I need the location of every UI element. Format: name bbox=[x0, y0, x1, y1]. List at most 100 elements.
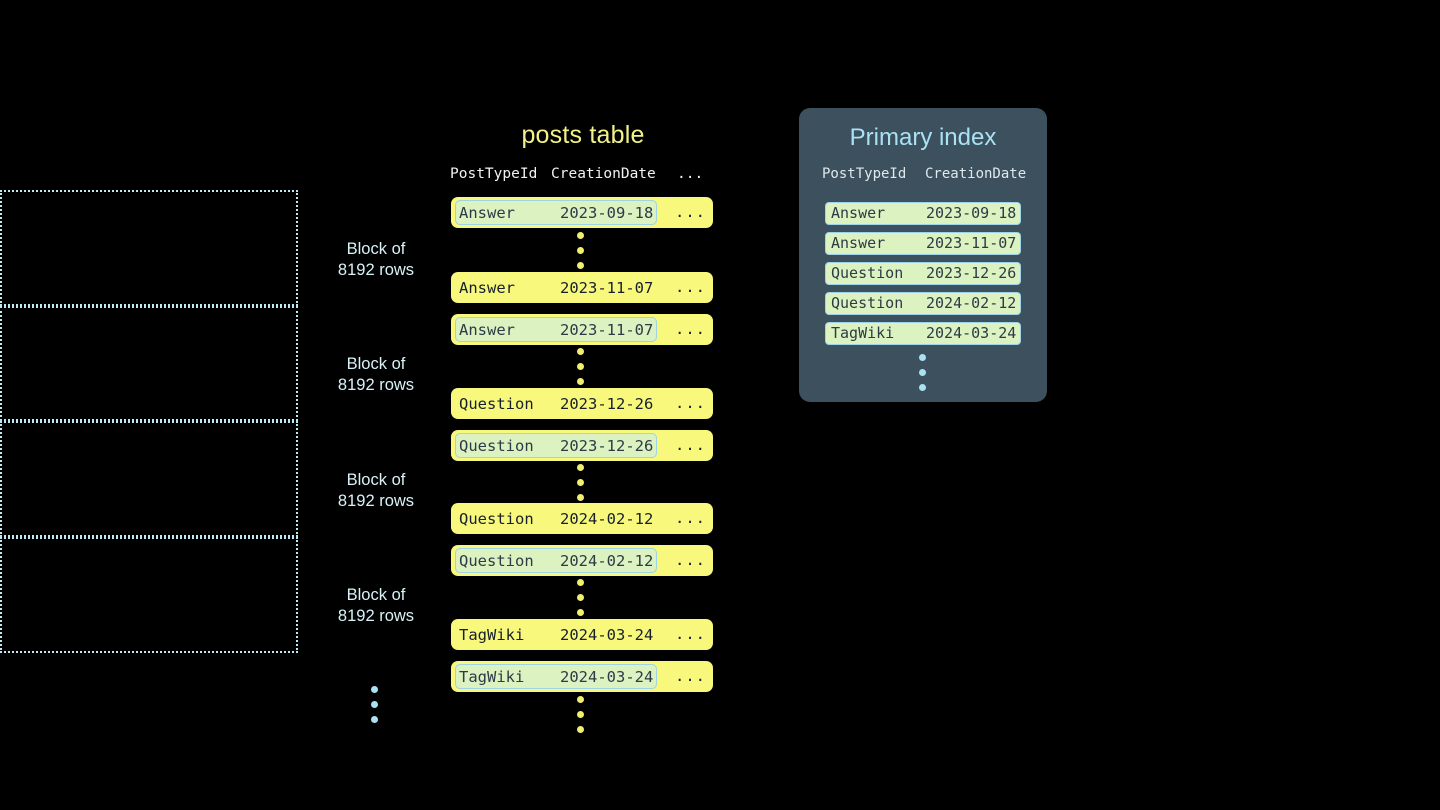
dot bbox=[577, 696, 584, 703]
row-cells: Question 2023-12-26 bbox=[455, 433, 658, 458]
cell-creationdate: 2023-11-07 bbox=[560, 320, 654, 339]
row-cells: Question 2024-02-12 bbox=[455, 548, 658, 573]
cell-posttypeid: Answer bbox=[459, 278, 515, 297]
block-1 bbox=[0, 190, 298, 306]
row-ellipsis-dots bbox=[577, 464, 586, 509]
dot bbox=[577, 711, 584, 718]
cell-ellipsis: ... bbox=[675, 394, 706, 412]
cell-ellipsis: ... bbox=[675, 436, 706, 454]
block-4-label-line2: 8192 rows bbox=[337, 607, 415, 625]
block-1-label-line2: 8192 rows bbox=[337, 261, 415, 279]
cell-ellipsis: ... bbox=[675, 320, 706, 338]
dot bbox=[577, 594, 584, 601]
row-cells: Question 2023-12-26 bbox=[455, 391, 657, 416]
posts-table-title: posts table bbox=[521, 121, 645, 149]
cell-creationdate: 2023-11-07 bbox=[560, 278, 654, 297]
dot bbox=[577, 464, 584, 471]
index-cell-creationdate: 2023-09-18 bbox=[926, 204, 1017, 222]
block-4 bbox=[0, 537, 298, 653]
block-4-label: Block of 8192 rows bbox=[316, 585, 436, 627]
block-3 bbox=[0, 421, 298, 537]
cell-creationdate: 2023-09-18 bbox=[560, 203, 654, 222]
dot bbox=[577, 726, 584, 733]
cell-posttypeid: Answer bbox=[459, 320, 515, 339]
block-1-label-line1: Block of bbox=[346, 240, 406, 258]
cell-creationdate: 2024-02-12 bbox=[560, 509, 654, 528]
block-4-label-line1: Block of bbox=[346, 586, 406, 604]
cell-posttypeid: Answer bbox=[459, 203, 515, 222]
dot bbox=[371, 716, 378, 723]
dot bbox=[577, 378, 584, 385]
dot bbox=[371, 701, 378, 708]
row-cells: Answer 2023-11-07 bbox=[455, 275, 657, 300]
cell-ellipsis: ... bbox=[675, 667, 706, 685]
dot bbox=[577, 262, 584, 269]
block-1-label: Block of 8192 rows bbox=[316, 239, 436, 281]
index-cell-posttypeid: Answer bbox=[831, 234, 886, 252]
cell-posttypeid: Question bbox=[459, 551, 534, 570]
primary-index-panel: Primary index PostTypeId CreationDate An… bbox=[799, 108, 1047, 402]
index-entry: TagWiki 2024-03-24 bbox=[825, 322, 1021, 345]
index-cell-creationdate: 2023-12-26 bbox=[926, 264, 1017, 282]
row-cells: TagWiki 2024-03-24 bbox=[455, 664, 658, 689]
block-2-label-line2: 8192 rows bbox=[337, 376, 415, 394]
dot bbox=[919, 384, 926, 391]
index-cell-posttypeid: Question bbox=[831, 264, 904, 282]
block-3-label-line2: 8192 rows bbox=[337, 492, 415, 510]
block-2-label-line1: Block of bbox=[346, 355, 406, 373]
index-cell-creationdate: 2023-11-07 bbox=[926, 234, 1017, 252]
primary-index-column-headers: PostTypeId CreationDate bbox=[799, 166, 1047, 186]
dot bbox=[577, 232, 584, 239]
dot bbox=[371, 686, 378, 693]
index-column-header-posttypeid: PostTypeId bbox=[822, 166, 907, 182]
block-3-label: Block of 8192 rows bbox=[316, 470, 436, 512]
dot bbox=[577, 363, 584, 370]
row-cells: Answer 2023-09-18 bbox=[455, 200, 658, 225]
dot bbox=[577, 579, 584, 586]
cell-posttypeid: Question bbox=[459, 436, 534, 455]
table-row: Question 2023-12-26 ... bbox=[451, 430, 713, 461]
table-row: Answer 2023-11-07 ... bbox=[451, 272, 713, 303]
index-continues-dots bbox=[919, 354, 928, 399]
table-row: Answer 2023-11-07 ... bbox=[451, 314, 713, 345]
cell-posttypeid: Question bbox=[459, 394, 534, 413]
posts-table-diagram: posts table PostTypeId CreationDate ... bbox=[433, 118, 733, 182]
table-row: Question 2024-02-12 ... bbox=[451, 545, 713, 576]
index-entry: Answer 2023-11-07 bbox=[825, 232, 1021, 255]
blocks-continue-dots bbox=[371, 686, 380, 731]
index-cell-posttypeid: TagWiki bbox=[831, 324, 895, 342]
dot bbox=[577, 247, 584, 254]
cell-creationdate: 2024-03-24 bbox=[560, 667, 654, 686]
cell-creationdate: 2024-03-24 bbox=[560, 625, 654, 644]
cell-creationdate: 2023-12-26 bbox=[560, 394, 654, 413]
dot bbox=[919, 369, 926, 376]
table-continues-dots bbox=[577, 696, 586, 741]
index-entry: Answer 2023-09-18 bbox=[825, 202, 1021, 225]
row-cells: TagWiki 2024-03-24 bbox=[455, 622, 657, 647]
cell-ellipsis: ... bbox=[675, 551, 706, 569]
table-row: TagWiki 2024-03-24 ... bbox=[451, 619, 713, 650]
block-2-label: Block of 8192 rows bbox=[316, 354, 436, 396]
index-column-header-creationdate: CreationDate bbox=[925, 166, 1027, 182]
cell-ellipsis: ... bbox=[675, 625, 706, 643]
column-header-creationdate: CreationDate bbox=[551, 166, 656, 182]
block-3-label-line1: Block of bbox=[346, 471, 406, 489]
dot bbox=[577, 479, 584, 486]
dot bbox=[577, 348, 584, 355]
index-cell-posttypeid: Question bbox=[831, 294, 904, 312]
posts-table-column-headers: PostTypeId CreationDate ... bbox=[433, 166, 733, 188]
table-row: Question 2024-02-12 ... bbox=[451, 503, 713, 534]
row-ellipsis-dots bbox=[577, 348, 586, 393]
primary-index-title: Primary index bbox=[849, 124, 997, 151]
column-header-posttypeid: PostTypeId bbox=[450, 166, 538, 182]
cell-creationdate: 2024-02-12 bbox=[560, 551, 654, 570]
row-cells: Question 2024-02-12 bbox=[455, 506, 657, 531]
table-row: TagWiki 2024-03-24 ... bbox=[451, 661, 713, 692]
cell-posttypeid: Question bbox=[459, 509, 534, 528]
cell-ellipsis: ... bbox=[675, 509, 706, 527]
row-ellipsis-dots bbox=[577, 579, 586, 624]
row-ellipsis-dots bbox=[577, 232, 586, 277]
cell-ellipsis: ... bbox=[675, 278, 706, 296]
column-header-ellipsis: ... bbox=[677, 166, 704, 182]
cell-posttypeid: TagWiki bbox=[459, 625, 525, 644]
